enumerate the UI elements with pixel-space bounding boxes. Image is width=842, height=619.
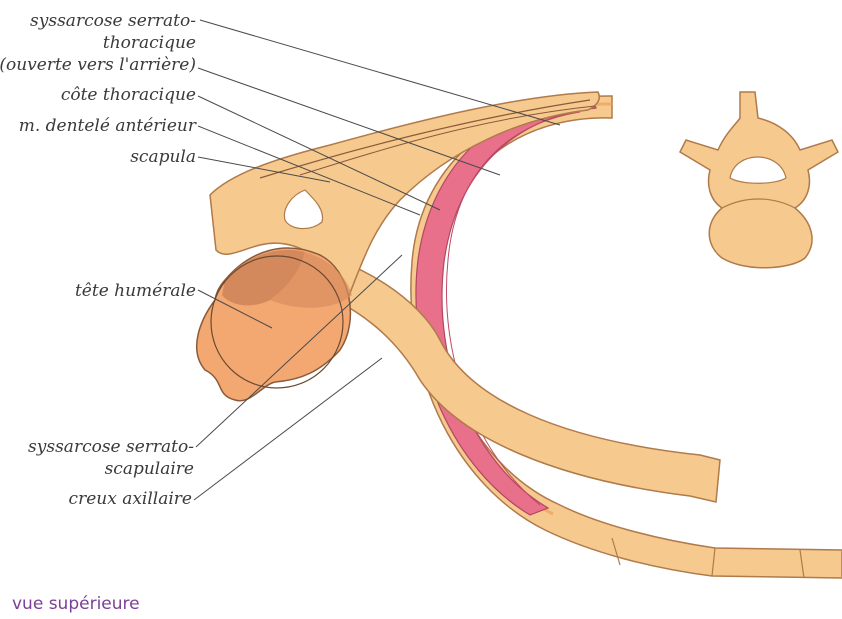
anatomy-figure: syssarcose serrato- thoracique (ouverte … bbox=[0, 0, 842, 590]
leader-syssarcose-thoracique bbox=[200, 20, 560, 125]
label-syssarcose-scapulaire-1: syssarcose serrato- bbox=[28, 437, 194, 457]
label-syssarcose-scapulaire-2: scapulaire bbox=[105, 459, 194, 479]
label-dentele-anterieur: m. dentelé antérieur bbox=[19, 116, 197, 136]
humeral-head bbox=[197, 248, 352, 401]
label-syssarcose-thoracique-1: syssarcose serrato- bbox=[30, 11, 196, 31]
label-syssarcose-thoracique-2: thoracique bbox=[103, 33, 196, 53]
label-scapula: scapula bbox=[130, 147, 196, 167]
figure-caption: vue supérieure bbox=[12, 594, 140, 614]
label-syssarcose-thoracique-3: (ouverte vers l'arrière) bbox=[0, 55, 196, 75]
label-creux-axillaire: creux axillaire bbox=[69, 489, 192, 509]
lower-rib-band bbox=[290, 250, 720, 502]
labels: syssarcose serrato- thoracique (ouverte … bbox=[0, 11, 197, 509]
vertebra bbox=[680, 92, 838, 268]
label-tete-humerale: tête humérale bbox=[75, 281, 196, 301]
label-cote-thoracique: côte thoracique bbox=[61, 85, 196, 105]
